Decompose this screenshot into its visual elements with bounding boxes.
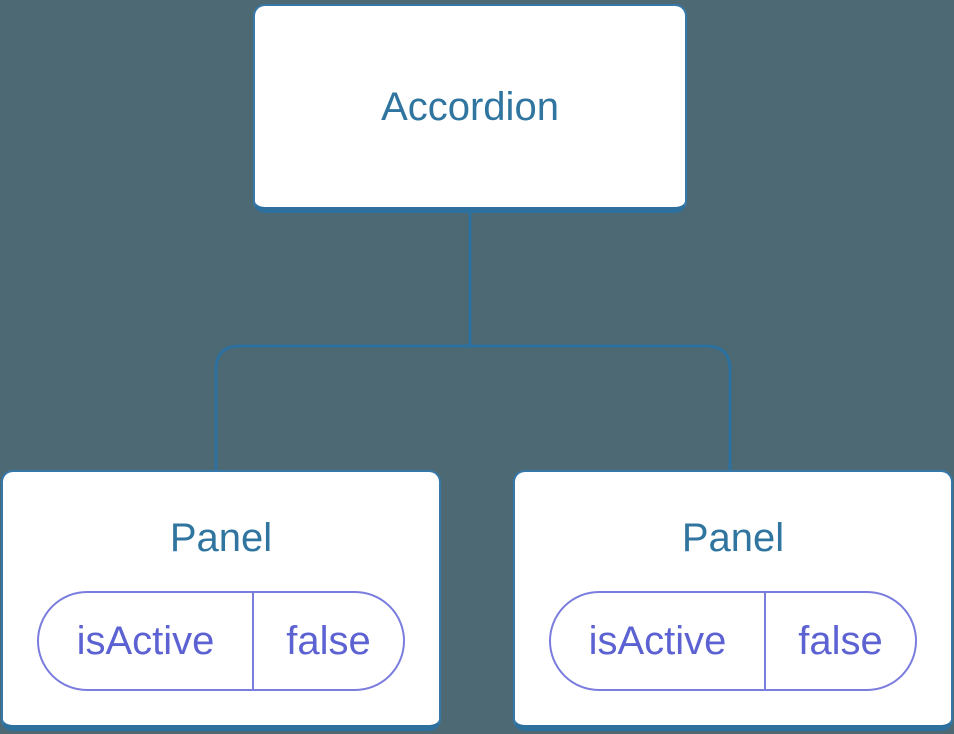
state-value: false	[286, 618, 371, 663]
state-key: isActive	[76, 618, 215, 663]
state-pill: isActive false	[549, 591, 917, 691]
state-key: isActive	[588, 618, 727, 663]
node-accordion: Accordion	[253, 4, 687, 213]
panel-label: Panel	[169, 516, 273, 560]
state-pill: isActive false	[37, 591, 405, 691]
node-panel-right: Panel isActive false	[513, 470, 953, 731]
accordion-label: Accordion	[381, 84, 559, 129]
state-value: false	[798, 618, 883, 663]
node-panel-left: Panel isActive false	[1, 470, 441, 731]
panel-label: Panel	[681, 516, 785, 560]
state-pill-divider	[764, 593, 766, 689]
state-pill-divider	[252, 593, 254, 689]
connector-branches	[214, 344, 732, 472]
